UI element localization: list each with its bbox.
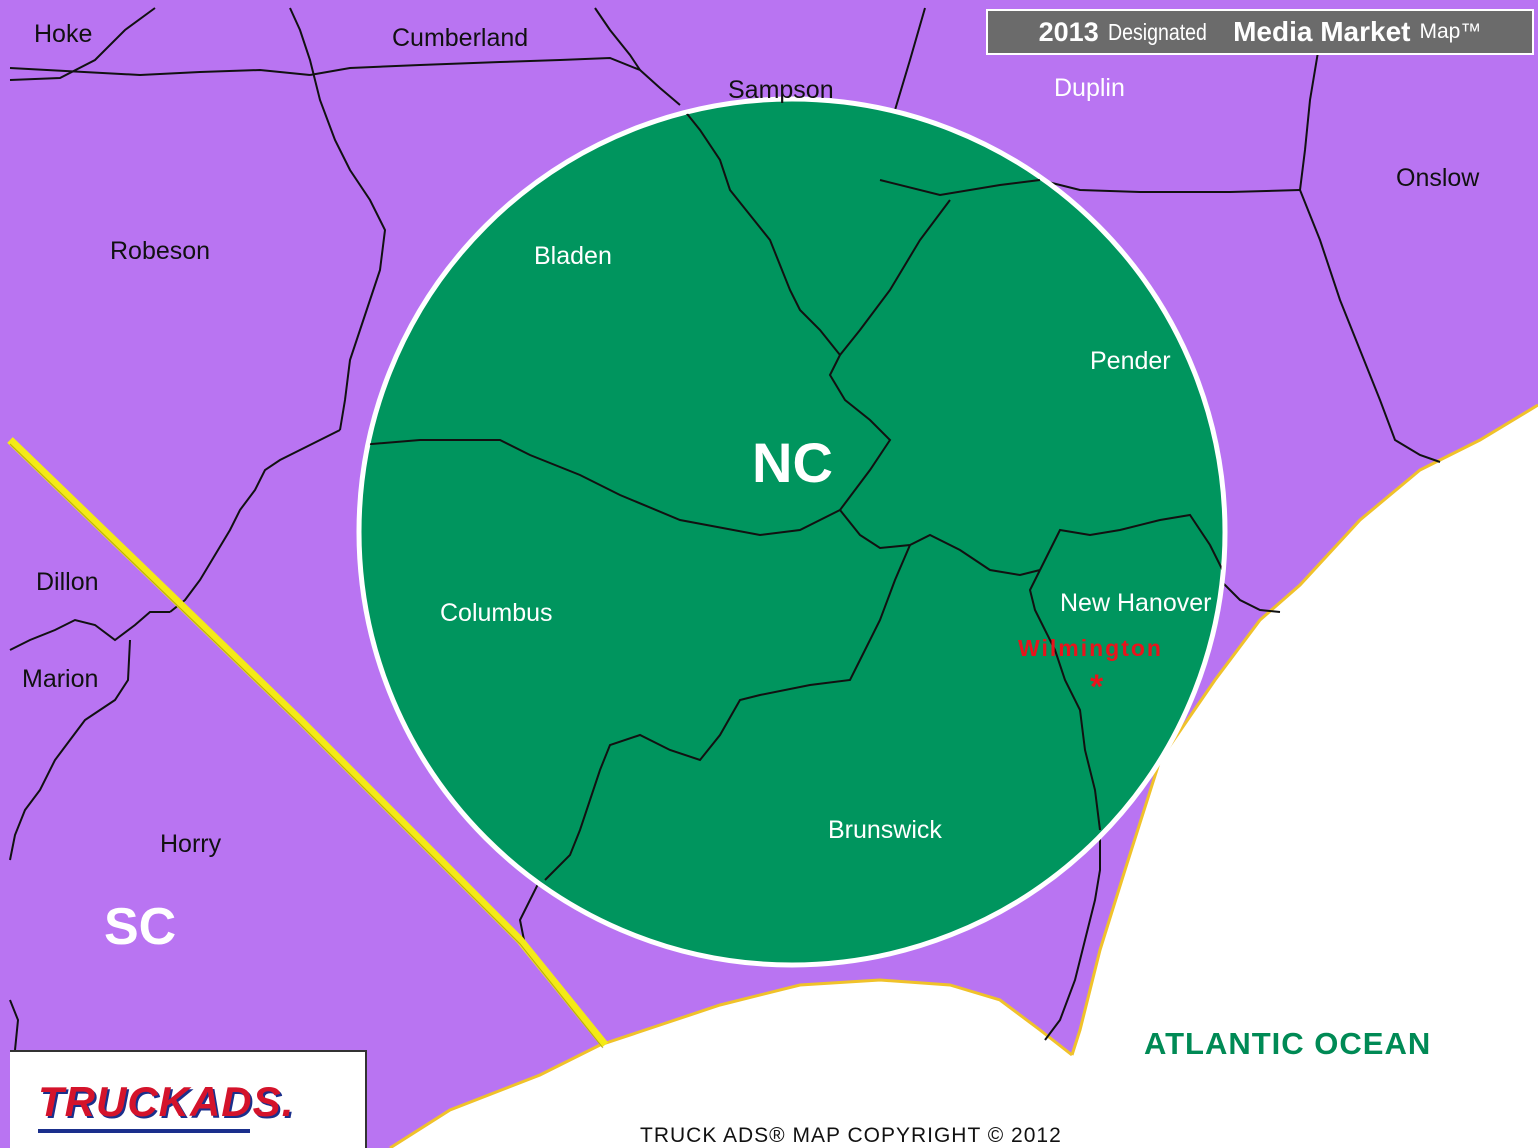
county-label-onslow: Onslow [1396,164,1480,192]
nc-sc-state-line [7,437,609,1048]
copyright-notice: TRUCK ADS® MAP COPYRIGHT © 2012 [640,1124,1062,1147]
truckads-logo: TRUCKADS. [38,1078,295,1125]
county-label-bladen: Bladen [534,242,612,270]
state-label-nc: NC [752,431,833,494]
title-year: 2013 [1038,16,1099,47]
state-label-sc: SC [104,898,176,956]
county-label-marion: Marion [22,665,98,693]
county-label-pender: Pender [1090,347,1171,375]
title-map: Map™ [1419,20,1482,43]
city-label-wilmington: Wilmington [1018,635,1163,661]
logo-panel: TRUCKADS. [10,1050,367,1148]
county-label-sampson: Sampson [728,76,834,104]
title-designated: Designated [1107,18,1207,45]
county-label-dillon: Dillon [36,568,99,596]
county-label-hoke: Hoke [34,20,92,48]
county-label-columbus: Columbus [440,599,553,627]
county-label-brunswick: Brunswick [828,816,942,844]
city-marker-star-icon: * [1090,668,1104,706]
market-county-boundaries [361,104,1223,881]
county-label-cumberland: Cumberland [392,24,528,52]
ocean-label: ATLANTIC OCEAN [1144,1026,1431,1061]
county-label-duplin: Duplin [1054,74,1125,102]
coastline [389,403,1538,1148]
county-label-robeson: Robeson [110,237,210,265]
ocean-area [390,405,1538,1148]
map-title-banner: 2013 Designated Media Market Map™ [986,9,1534,55]
title-media-market: Media Market [1233,16,1411,47]
logo-underline [38,1129,250,1133]
county-label-new-hanover: New Hanover [1060,589,1211,617]
county-label-horry: Horry [160,830,222,858]
